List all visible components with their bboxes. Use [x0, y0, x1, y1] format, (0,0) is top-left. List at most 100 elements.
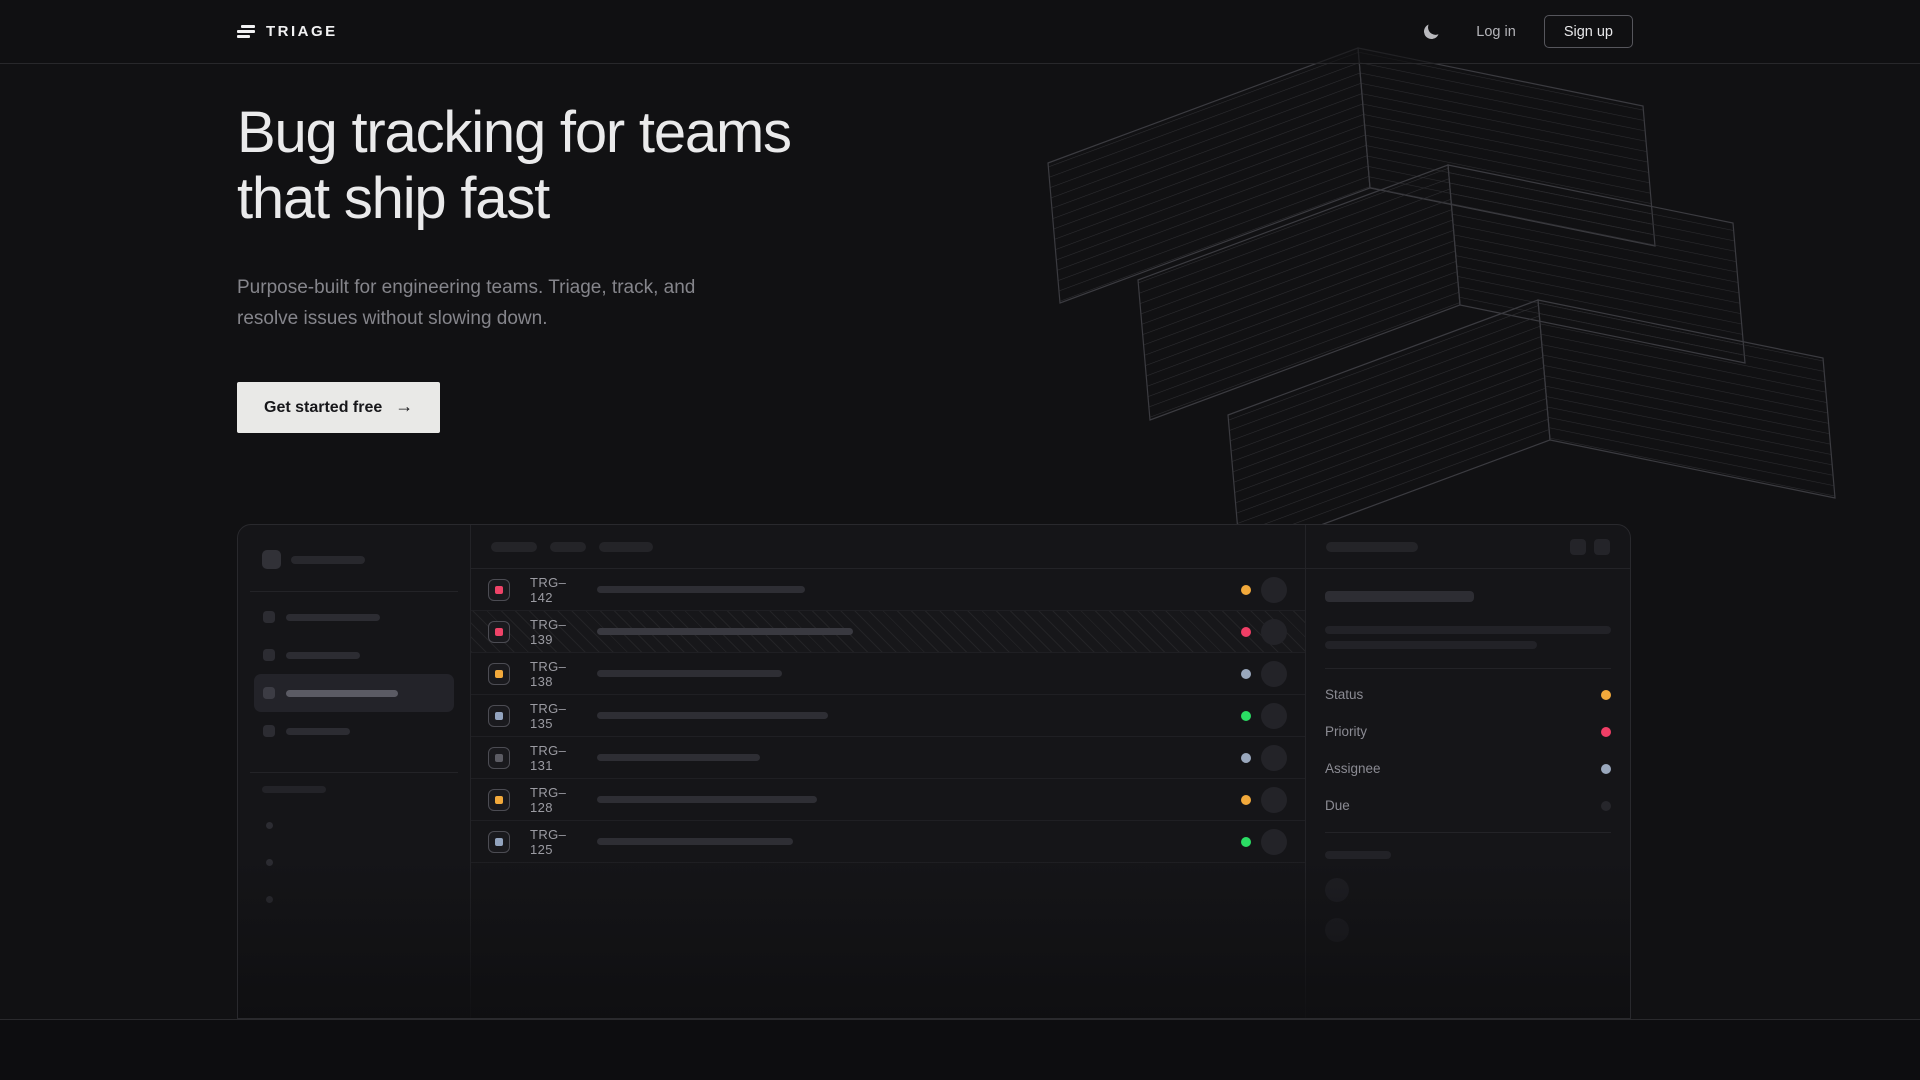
property-rows: Status Priority Assignee Due — [1325, 676, 1611, 824]
filter-skeleton — [599, 541, 653, 552]
status-dot — [1241, 626, 1251, 637]
panel-divider — [1325, 668, 1611, 669]
assignee-avatar — [1261, 576, 1287, 603]
panel-action-icon[interactable] — [1594, 538, 1610, 555]
issue-type-icon — [488, 746, 510, 769]
sidebar-nav-item-active[interactable] — [254, 674, 454, 712]
issue-title-skeleton — [597, 838, 793, 845]
hero-heading-line2: that ship fast — [237, 166, 550, 231]
property-value-dot — [1601, 763, 1611, 774]
status-dot — [1241, 710, 1251, 721]
sidebar-list-dots — [266, 822, 454, 903]
sidebar-nav-item[interactable] — [254, 598, 454, 636]
app-mockup: TRG–142 TRG–139 TRG–138 TRG–135 TRG–131 — [237, 524, 1631, 1019]
issue-row[interactable]: TRG–138 — [471, 653, 1305, 695]
description-line-skeleton — [1325, 626, 1611, 634]
issue-id: TRG–135 — [530, 700, 567, 731]
list-dot — [266, 896, 273, 903]
filter-skeleton — [491, 541, 537, 552]
get-started-button[interactable]: Get started free → — [237, 382, 441, 433]
property-row[interactable]: Priority — [1325, 713, 1611, 750]
workspace-switcher[interactable] — [262, 550, 454, 569]
sidebar-nav-item[interactable] — [254, 636, 454, 674]
assignee-avatar — [1261, 828, 1287, 855]
hero-subtext: Purpose-built for engineering teams. Tri… — [237, 272, 791, 334]
sidebar-divider — [250, 591, 458, 592]
workspace-avatar — [262, 550, 281, 569]
property-value-dot — [1601, 800, 1611, 811]
assignee-avatar — [1261, 618, 1287, 645]
status-dot — [1241, 836, 1251, 847]
filter-skeleton — [550, 541, 586, 552]
assignee-avatar — [1261, 744, 1287, 771]
issue-row[interactable]: TRG–128 — [471, 779, 1305, 821]
hero-subtext-line2: resolve issues without slowing down. — [237, 308, 548, 329]
panel-body: Status Priority Assignee Due — [1306, 569, 1630, 942]
theme-toggle-button[interactable] — [1414, 15, 1448, 49]
issue-row[interactable]: TRG–125 — [471, 821, 1305, 863]
mockup-sidebar — [238, 525, 471, 1018]
issue-row[interactable]: TRG–131 — [471, 737, 1305, 779]
brand-logo-icon — [237, 24, 255, 40]
nav-item-label-skeleton — [286, 727, 350, 735]
issue-title-skeleton — [597, 712, 828, 719]
issue-type-icon — [488, 620, 510, 643]
issue-title-skeleton — [597, 754, 760, 761]
panel-action-icon[interactable] — [1570, 538, 1586, 555]
panel-title-skeleton — [1326, 541, 1418, 552]
hero-section: Bug tracking for teams that ship fast Pu… — [237, 100, 792, 433]
arrow-right-icon: → — [395, 396, 414, 416]
property-row[interactable]: Assignee — [1325, 750, 1611, 787]
issue-title-skeleton — [597, 586, 805, 593]
property-value-dot — [1601, 726, 1611, 737]
property-label: Due — [1325, 798, 1350, 813]
nav-item-icon — [263, 611, 275, 623]
property-label: Priority — [1325, 724, 1368, 739]
list-dot — [266, 822, 273, 829]
nav-item-icon — [263, 725, 275, 737]
activity-label-skeleton — [1325, 851, 1391, 859]
issue-title-skeleton — [1325, 591, 1474, 602]
issue-row[interactable]: TRG–135 — [471, 695, 1305, 737]
property-row[interactable]: Due — [1325, 787, 1611, 824]
property-row[interactable]: Status — [1325, 676, 1611, 713]
issue-row[interactable]: TRG–139 — [471, 611, 1305, 653]
hero-heading-line1: Bug tracking for teams — [237, 100, 792, 165]
list-toolbar — [471, 525, 1305, 569]
assignee-avatar — [1261, 660, 1287, 687]
issue-title-skeleton — [597, 628, 853, 635]
ribbon-3 — [1227, 299, 1836, 556]
description-line-skeleton — [1325, 641, 1537, 649]
issue-title-skeleton — [597, 796, 817, 803]
hero-subtext-line1: Purpose-built for engineering teams. Tri… — [237, 277, 696, 298]
nav-item-label-skeleton — [286, 651, 360, 659]
get-started-label: Get started free — [264, 398, 383, 416]
activity-avatar — [1325, 878, 1349, 902]
issue-type-icon — [488, 704, 510, 727]
moon-icon — [1422, 22, 1440, 40]
issue-title-skeleton — [597, 670, 782, 677]
brand[interactable]: TRIAGE — [237, 23, 338, 40]
workspace-name-skeleton — [291, 555, 365, 564]
property-value-dot — [1601, 689, 1611, 700]
activity-avatars — [1325, 878, 1611, 942]
assignee-avatar — [1261, 702, 1287, 729]
login-button[interactable]: Log in — [1476, 23, 1516, 40]
panel-header — [1306, 525, 1630, 569]
nav-actions: Log in Sign up — [1414, 15, 1633, 49]
signup-button[interactable]: Sign up — [1543, 15, 1633, 48]
issue-row[interactable]: TRG–142 — [471, 569, 1305, 611]
status-dot — [1241, 668, 1251, 679]
sidebar-divider — [250, 772, 458, 773]
mockup-detail-panel: Status Priority Assignee Due — [1306, 525, 1630, 1018]
sidebar-nav-item[interactable] — [254, 712, 454, 750]
nav-item-icon — [263, 649, 275, 661]
property-label: Assignee — [1325, 761, 1381, 776]
nav-item-label-skeleton — [286, 613, 380, 621]
issue-id: TRG–142 — [530, 574, 567, 605]
brand-name: TRIAGE — [266, 23, 338, 40]
status-dot — [1241, 584, 1251, 595]
section-label-skeleton — [262, 786, 326, 793]
